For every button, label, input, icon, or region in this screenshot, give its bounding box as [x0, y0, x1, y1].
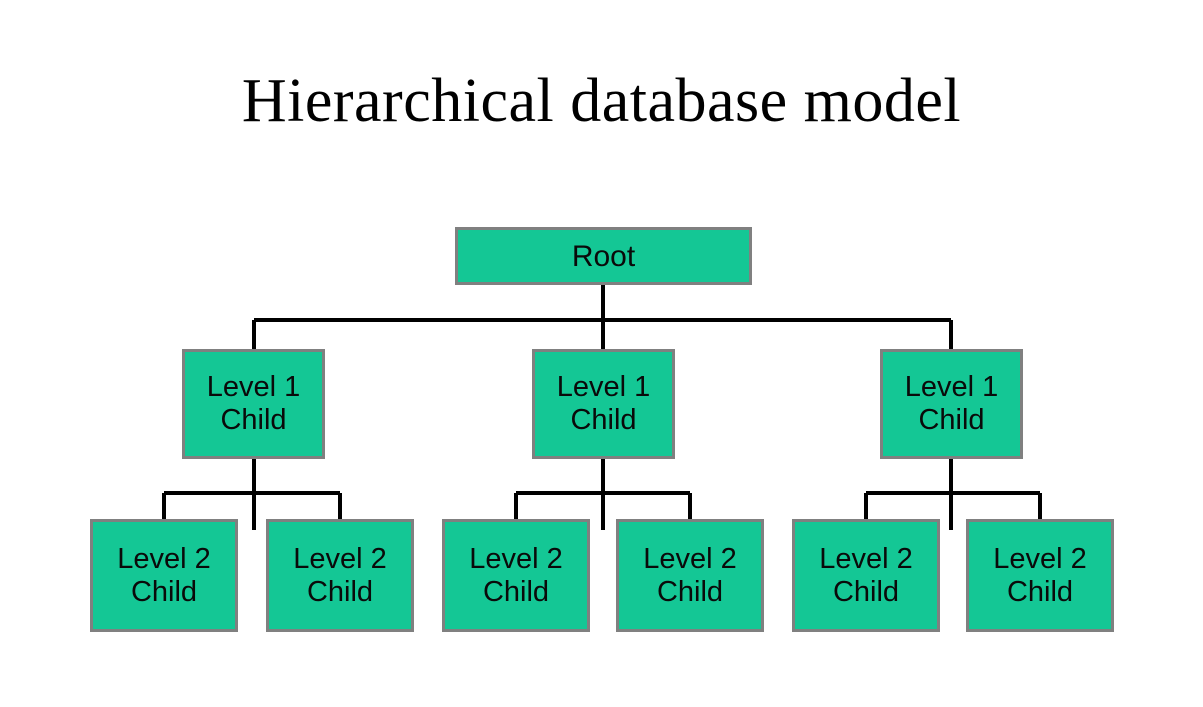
node-level2-child-5[interactable]: Level 2 Child [792, 519, 940, 632]
node-level2-child-5-label-line2: Child [832, 575, 900, 608]
node-level1-child-3-label-line1: Level 1 [904, 371, 999, 403]
node-level2-child-6[interactable]: Level 2 Child [966, 519, 1114, 632]
node-level2-child-2-label-line2: Child [306, 575, 374, 608]
node-level2-child-6-label-line1: Level 2 [993, 542, 1087, 575]
node-level1-child-2-label-line2: Child [570, 404, 637, 436]
node-level2-child-4-label-line2: Child [656, 575, 724, 608]
node-level1-child-3[interactable]: Level 1 Child [880, 349, 1023, 459]
node-level2-child-4[interactable]: Level 2 Child [616, 519, 764, 632]
node-level2-child-3-label-line2: Child [482, 575, 550, 608]
node-level2-child-4-label-line1: Level 2 [643, 542, 737, 575]
node-root[interactable]: Root [455, 227, 752, 285]
node-level2-child-3-label-line1: Level 2 [469, 542, 563, 575]
node-level1-child-1[interactable]: Level 1 Child [182, 349, 325, 459]
node-level2-child-6-label-line2: Child [1006, 575, 1074, 608]
node-level2-child-1-label-line2: Child [130, 575, 198, 608]
node-level1-child-1-label-line1: Level 1 [206, 371, 301, 403]
node-level1-child-2[interactable]: Level 1 Child [532, 349, 675, 459]
node-level2-child-3[interactable]: Level 2 Child [442, 519, 590, 632]
node-level2-child-2[interactable]: Level 2 Child [266, 519, 414, 632]
node-level2-child-1-label-line1: Level 2 [117, 542, 211, 575]
node-root-label: Root [571, 239, 636, 273]
node-level2-child-1[interactable]: Level 2 Child [90, 519, 238, 632]
page-title: Hierarchical database model [241, 67, 962, 135]
node-level1-child-1-label-line2: Child [220, 404, 287, 436]
node-level2-child-2-label-line1: Level 2 [293, 542, 387, 575]
node-level2-child-5-label-line1: Level 2 [819, 542, 913, 575]
node-level1-child-3-label-line2: Child [918, 404, 985, 436]
node-level1-child-2-label-line1: Level 1 [556, 371, 651, 403]
